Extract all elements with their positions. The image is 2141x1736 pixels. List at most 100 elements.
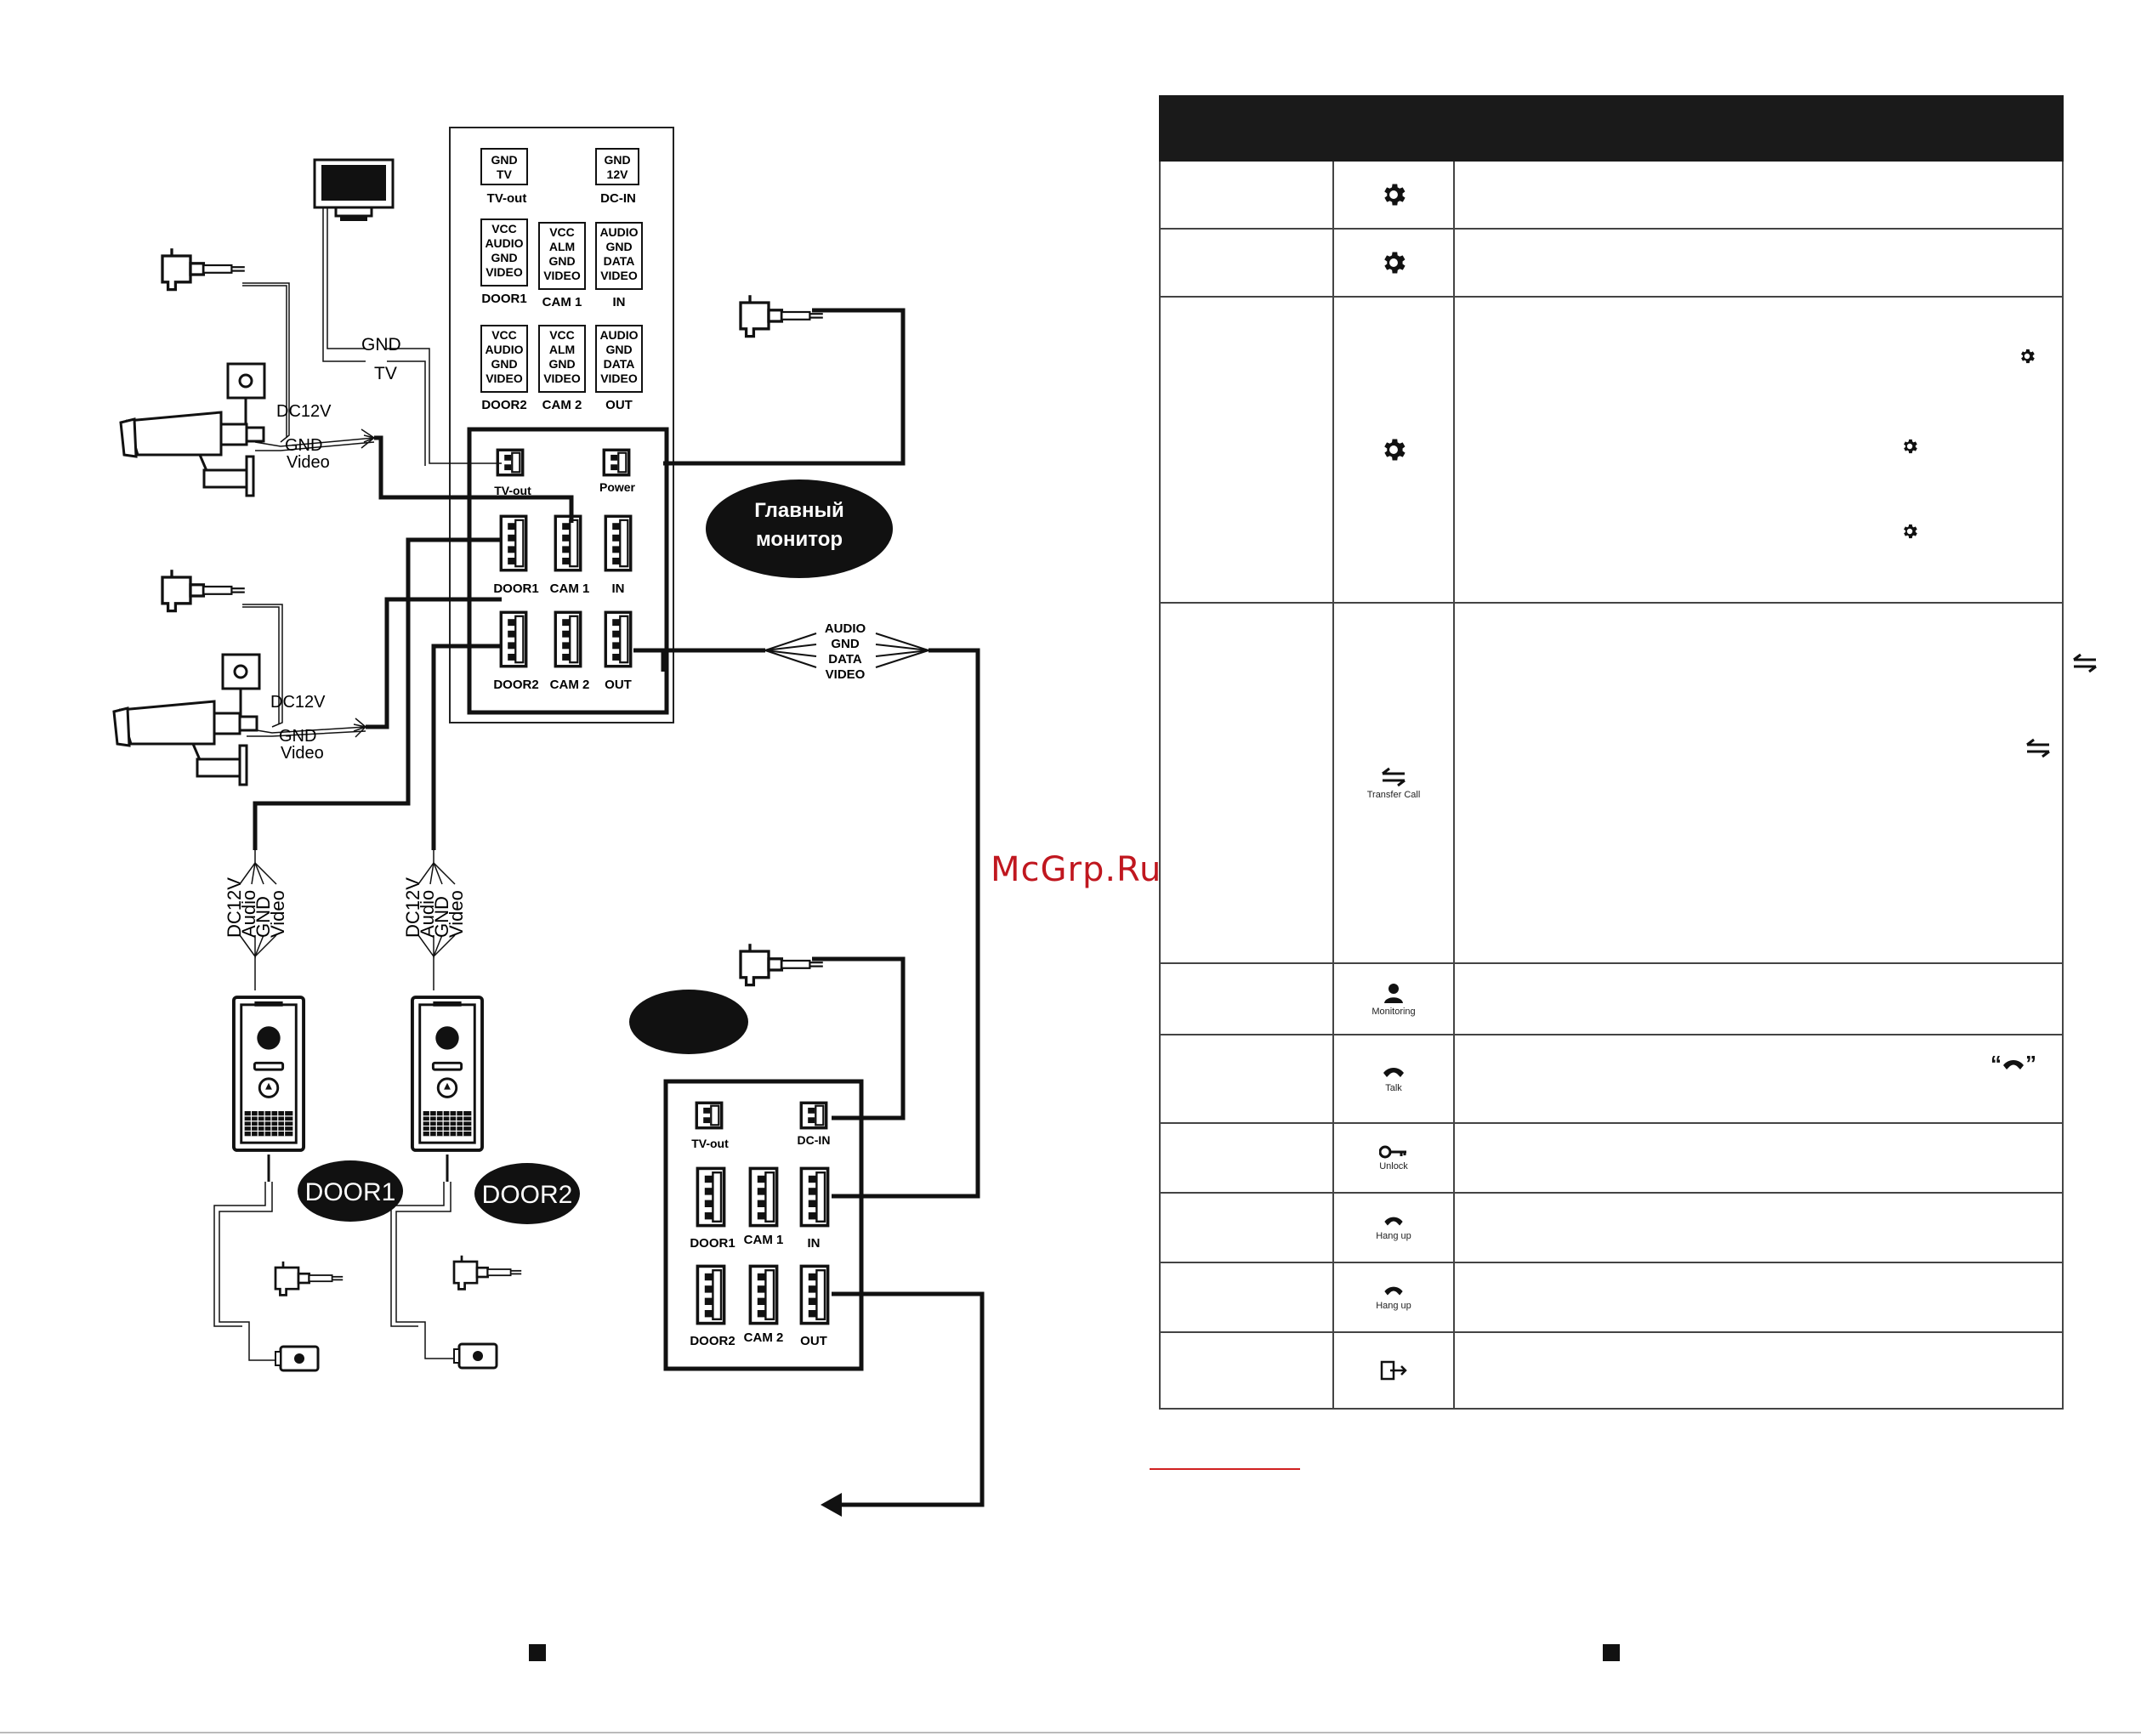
- table-row: Talk “”: [1159, 1034, 2064, 1124]
- page-marker-right: [1603, 1644, 1620, 1661]
- wire-bundle-label: Video: [446, 890, 467, 938]
- power-plug-camera1: [161, 247, 247, 292]
- table-cell-name: [1159, 228, 1334, 298]
- tv-gnd-label: GND: [361, 335, 401, 355]
- main-monitor-label: монитор: [756, 528, 843, 551]
- second-monitor-badge: [629, 990, 748, 1054]
- legend-port-name: TV-out: [487, 191, 527, 206]
- legend-pin-label: GND: [548, 357, 575, 371]
- gear-icon: [1384, 184, 1406, 206]
- second-cam1-label: CAM 1: [744, 1233, 784, 1247]
- table-header-row: [1159, 95, 2064, 162]
- legend-pin-label: TV: [497, 167, 513, 181]
- legend-port-name: CAM 2: [542, 398, 582, 412]
- hang-up-label: Hang up: [1376, 1300, 1411, 1311]
- monitoring-label: Monitoring: [1371, 1006, 1416, 1017]
- legend-door2-block: [480, 325, 528, 393]
- table-row: [1159, 296, 2064, 604]
- handset-icon: [2003, 1060, 2024, 1070]
- legend-pin-label: DATA: [604, 254, 635, 268]
- table-row: [1159, 160, 2064, 230]
- legend-pin-label: DATA: [604, 357, 635, 371]
- legend-pin-label: AUDIO: [485, 236, 523, 250]
- legend-pin-label: VCC: [491, 222, 517, 235]
- second-door1-label: DOOR1: [690, 1236, 735, 1251]
- door1-lock-icon: [274, 1345, 320, 1372]
- second-tv-out-connector: [695, 1101, 724, 1130]
- legend-pin-label: GND: [604, 153, 630, 167]
- main-power-label: Power: [599, 480, 636, 494]
- legend-pin-label: VIDEO: [543, 372, 581, 385]
- camera2-dc12v-label: DC12V: [270, 693, 326, 712]
- gear-icon: [2021, 349, 2035, 364]
- legend-port-name: DOOR2: [481, 398, 526, 412]
- legend-pin-label: GND: [605, 343, 632, 356]
- table-row: Monitoring: [1159, 962, 2064, 1035]
- second-door1-connector: [696, 1166, 726, 1228]
- table-row: Transfer Call: [1159, 602, 2097, 964]
- main-door1-label: DOOR1: [493, 582, 538, 596]
- second-cam1-connector: [748, 1166, 779, 1228]
- table-cell-icon: Transfer Call: [1332, 602, 1455, 964]
- table-cell-name: [1159, 1262, 1334, 1333]
- table-cell-name: [1159, 1331, 1334, 1410]
- legend-port-name: DOOR1: [481, 292, 526, 306]
- table-cell-desc: [1453, 1122, 2064, 1194]
- legend-pin-label: GND: [491, 357, 517, 371]
- main-in-connector: [604, 514, 633, 572]
- talk-label: Talk: [1385, 1082, 1402, 1093]
- second-in-label: IN: [808, 1236, 821, 1251]
- table-cell-icon: Talk: [1332, 1034, 1455, 1124]
- legend-pin-label: VIDEO: [486, 265, 523, 279]
- red-underline: [1150, 1468, 1300, 1470]
- main-monitor-badge: [706, 479, 893, 578]
- table-row: [1159, 1331, 2064, 1410]
- camera2-icon: [112, 700, 258, 786]
- legend-pin-label: VIDEO: [486, 372, 523, 385]
- main-door2-connector: [499, 610, 528, 668]
- main-tv-out-label: TV-out: [494, 484, 531, 497]
- second-out-connector: [799, 1264, 830, 1325]
- person-icon: [1384, 983, 1403, 1003]
- legend-pin-label: GND: [548, 254, 575, 268]
- table-cell-desc: [1453, 1192, 2064, 1263]
- continue-arrow-icon: [821, 1493, 842, 1517]
- table-cell-name: [1159, 160, 1334, 230]
- transfer-arrows-icon: [1382, 767, 1406, 786]
- second-in-connector: [799, 1166, 830, 1228]
- camera2-gnd-label: GND: [279, 727, 316, 746]
- transfer-arrows-icon: [2026, 738, 2050, 758]
- gear-icon: [1384, 252, 1406, 274]
- table-cell-desc: [1453, 962, 2064, 1035]
- door2-badge-label: DOOR2: [482, 1181, 573, 1209]
- legend-pin-label: VCC: [549, 225, 575, 239]
- second-door2-label: DOOR2: [690, 1334, 735, 1348]
- legend-in-block: [595, 222, 643, 290]
- table-cell-icon: [1332, 1331, 1455, 1410]
- power-plug-main: [739, 293, 825, 338]
- table-cell-icon: Monitoring: [1332, 962, 1455, 1035]
- camera1-gnd-label: GND: [285, 436, 322, 455]
- door2-panel-icon: [410, 996, 485, 1152]
- legend-pin-label: AUDIO: [599, 225, 638, 239]
- out-bundle-labels: AUDIO GND DATA VIDEO: [825, 621, 866, 682]
- bundle-label: DATA: [828, 652, 862, 667]
- talk-quote: “”: [1991, 1051, 2036, 1077]
- unlock-label: Unlock: [1379, 1160, 1408, 1172]
- door2-lock-icon: [452, 1342, 498, 1370]
- legend-pin-label: VCC: [549, 328, 575, 342]
- hang-up-label: Hang up: [1376, 1230, 1411, 1241]
- thin-wires: [213, 208, 502, 1361]
- wire-bundle-label: GND: [253, 896, 274, 938]
- handset-icon: [1383, 1067, 1404, 1077]
- legend-door1-block: [480, 218, 528, 286]
- power-plug-second: [739, 942, 825, 987]
- power-plug-camera2: [161, 568, 247, 613]
- main-cam1-connector: [554, 514, 582, 572]
- table-row: Unlock: [1159, 1122, 2064, 1194]
- second-dc-in-connector: [799, 1101, 828, 1130]
- table-row: Hang up: [1159, 1192, 2064, 1263]
- transfer-arrows-icon: [2073, 653, 2097, 673]
